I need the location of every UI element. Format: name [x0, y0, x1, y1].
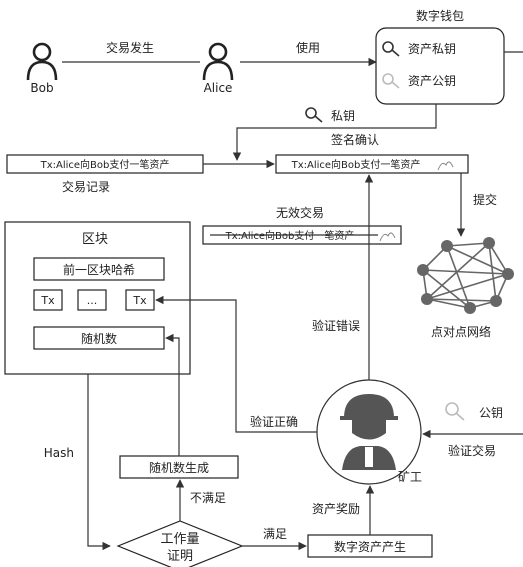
tx-record-text: Tx:Alice向Bob支付一笔资产 — [40, 158, 170, 171]
signing-key-icon — [305, 107, 323, 123]
pow-label-line2: 证明 — [167, 549, 193, 564]
submit-label: 提交 — [473, 192, 497, 207]
not-satisfied-label: 不满足 — [190, 491, 226, 505]
tx-signed-text: Tx:Alice向Bob支付一笔资产 — [291, 158, 421, 171]
wallet-to-tx-arrow — [232, 104, 437, 161]
use-label: 使用 — [296, 40, 320, 55]
verify-public-key-label: 公钥 — [479, 406, 503, 420]
p2p-nodes — [417, 237, 514, 314]
reward-label: 资产奖励 — [312, 502, 360, 516]
hash-label: Hash — [44, 446, 74, 460]
tx-record-label: 交易记录 — [62, 179, 110, 194]
signature-icon — [437, 161, 454, 171]
tx-cell-2-text: Tx — [132, 294, 147, 307]
wallet-title: 数字钱包 — [416, 8, 464, 23]
verify-key-icon — [445, 402, 465, 421]
asset-created-text: 数字资产产生 — [334, 539, 406, 554]
miner-icon — [340, 394, 398, 470]
tx-cell-ellipsis-text: ... — [87, 294, 98, 307]
pow-label-line1: 工作量 — [160, 532, 199, 547]
nonce-gen-to-block-arrow — [165, 333, 180, 456]
tx-cell-ellipsis — [77, 289, 107, 311]
hash-arrow — [87, 374, 111, 551]
prev-hash-box — [33, 257, 165, 281]
nonce-box — [33, 326, 165, 350]
satisfied-label: 满足 — [263, 527, 287, 541]
wallet-public-key: 资产公钥 — [408, 74, 456, 88]
wallet-box — [375, 27, 505, 105]
prev-hash-text: 前一区块哈希 — [63, 262, 135, 277]
bob-icon — [26, 42, 58, 81]
private-key-icon — [382, 41, 400, 57]
p2p-network-label: 点对点网络 — [431, 324, 491, 339]
private-key-label: 私钥 — [331, 109, 355, 123]
nonce-text: 随机数 — [81, 331, 117, 346]
wallet-private-key: 资产私钥 — [408, 42, 456, 56]
transaction-occurs-label: 交易发生 — [106, 40, 154, 55]
invalid-tx-label: 无效交易 — [276, 205, 324, 220]
tx-cell-1 — [33, 289, 63, 311]
bob-label: Bob — [30, 81, 53, 95]
block-title: 区块 — [82, 232, 108, 247]
verify-tx-label: 验证交易 — [448, 443, 496, 458]
tx-cell-1-text: Tx — [40, 294, 55, 307]
signature-confirm-label: 签名确认 — [331, 132, 379, 147]
verify-correct-label: 验证正确 — [250, 414, 298, 429]
alice-icon — [202, 42, 234, 81]
public-key-icon — [382, 73, 400, 89]
nonce-gen-text: 随机数生成 — [149, 460, 209, 475]
miner-label: 矿工 — [398, 470, 422, 484]
tx-cell-2 — [125, 289, 155, 311]
alice-label: Alice — [204, 81, 233, 95]
tx-signed-box — [275, 154, 469, 174]
invalid-signature-icon — [379, 232, 396, 242]
verify-error-label: 验证错误 — [312, 318, 360, 333]
verify-correct-arrow — [155, 295, 317, 433]
